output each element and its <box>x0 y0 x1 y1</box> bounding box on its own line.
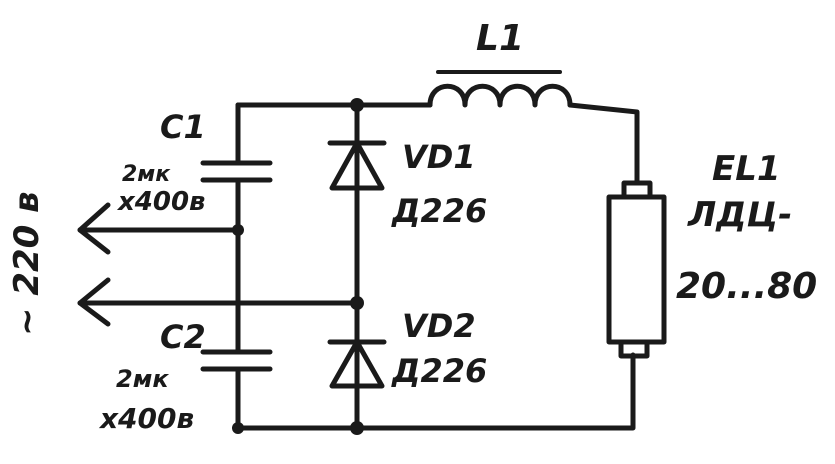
wire-top-right <box>567 102 640 186</box>
lamp-power: 20...80 <box>676 266 817 307</box>
vd2-type: Д226 <box>391 352 487 390</box>
lamp-type: ЛДЦ- <box>687 195 792 235</box>
vd2-label: VD2 <box>402 307 476 345</box>
junction-dot <box>350 421 364 435</box>
junction-dot <box>232 224 244 236</box>
vd2-triangle <box>329 339 385 389</box>
c1-value-2: x400в <box>116 187 206 217</box>
lamp-tube <box>606 194 667 345</box>
lamp-bottom-cap <box>618 339 650 359</box>
supply-voltage-label: ~ 220 в <box>7 191 47 336</box>
junction-dot <box>350 98 364 112</box>
c2-value-1: 2мк <box>116 365 169 393</box>
inductor-coil <box>427 83 573 108</box>
inductor-label: L1 <box>476 18 524 59</box>
junction-dot <box>232 422 244 434</box>
c1-label: C1 <box>160 108 206 146</box>
vd1-label: VD1 <box>402 138 476 176</box>
vd1-type: Д226 <box>391 192 487 230</box>
c2-value-2: x400в <box>98 402 194 435</box>
c1-value-1: 2мк <box>122 162 171 187</box>
c2-label: C2 <box>160 318 206 356</box>
junction-dot <box>350 296 364 310</box>
lamp-label: EL1 <box>712 149 781 189</box>
vd1-triangle <box>329 140 385 191</box>
input-arrow-bottom <box>77 277 111 327</box>
input-arrow-top <box>77 202 111 255</box>
wire-bottom <box>235 352 636 431</box>
